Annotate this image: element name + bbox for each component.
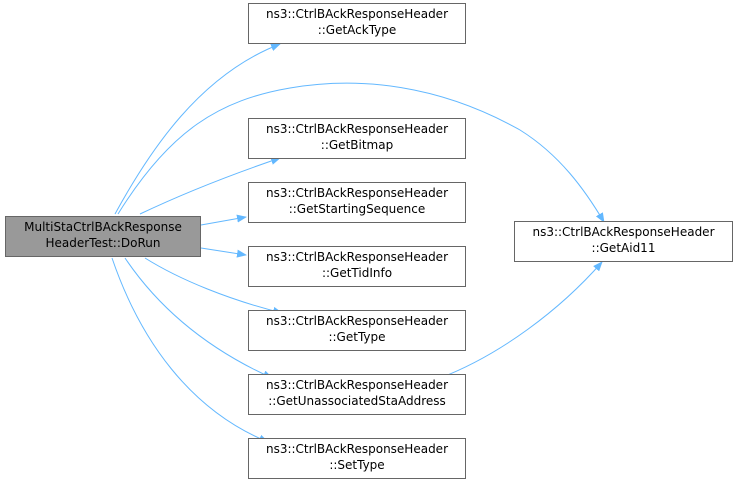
node-gettype[interactable]: ns3::CtrlBAckResponseHeader ::GetType [248,310,466,351]
node-gettype-line1: ns3::CtrlBAckResponseHeader [265,314,449,328]
node-getunassociatedstaaddress[interactable]: ns3::CtrlBAckResponseHeader ::GetUnassoc… [248,374,466,415]
node-getaid11[interactable]: ns3::CtrlBAckResponseHeader ::GetAid11 [514,221,733,262]
edge-root-getunassociatedstaaddress [124,257,273,379]
node-settype-line2: ::SetType [329,458,385,472]
edge-root-getstartingsequence [200,214,247,226]
node-getstartingsequence[interactable]: ns3::CtrlBAckResponseHeader ::GetStartin… [248,182,466,223]
node-root-dorun[interactable]: MultiStaCtrlBAckResponse HeaderTest::DoR… [5,216,201,257]
node-getacktype-line1: ns3::CtrlBAckResponseHeader [265,7,449,21]
node-root-line1: MultiStaCtrlBAckResponse [24,220,182,234]
node-root-line2: HeaderTest::DoRun [45,236,161,250]
node-getbitmap-line1: ns3::CtrlBAckResponseHeader [265,122,449,136]
edge-root-settype [111,257,269,443]
node-getstartingsequence-line2: ::GetStartingSequence [288,202,426,216]
node-getaid11-line1: ns3::CtrlBAckResponseHeader [532,225,715,239]
node-gettidinfo-line1: ns3::CtrlBAckResponseHeader [265,250,449,264]
node-getunassociatedstaaddress-line1: ns3::CtrlBAckResponseHeader [265,378,449,392]
node-getbitmap-line2: ::GetBitmap [320,138,394,152]
node-getaid11-line2: ::GetAid11 [591,241,656,255]
node-getacktype[interactable]: ns3::CtrlBAckResponseHeader ::GetAckType [248,3,466,44]
node-getstartingsequence-line1: ns3::CtrlBAckResponseHeader [265,186,449,200]
edge-getunassociatedstaaddress-getaid11 [439,261,603,379]
node-settype-line1: ns3::CtrlBAckResponseHeader [265,442,449,456]
node-getacktype-line2: ::GetAckType [317,23,397,37]
node-settype[interactable]: ns3::CtrlBAckResponseHeader ::SetType [248,438,466,479]
edge-root-getbitmap [139,157,281,215]
edge-root-getacktype [114,43,281,215]
node-getbitmap[interactable]: ns3::CtrlBAckResponseHeader ::GetBitmap [248,118,466,159]
node-getunassociatedstaaddress-line2: ::GetUnassociatedStaAddress [268,394,446,408]
edge-root-gettidinfo [200,247,247,258]
edge-root-gettype [144,257,283,315]
node-gettidinfo-line2: ::GetTidInfo [321,266,393,280]
edge-root-getaid11 [117,82,605,223]
node-gettidinfo[interactable]: ns3::CtrlBAckResponseHeader ::GetTidInfo [248,246,466,287]
node-gettype-line2: ::GetType [328,330,386,344]
